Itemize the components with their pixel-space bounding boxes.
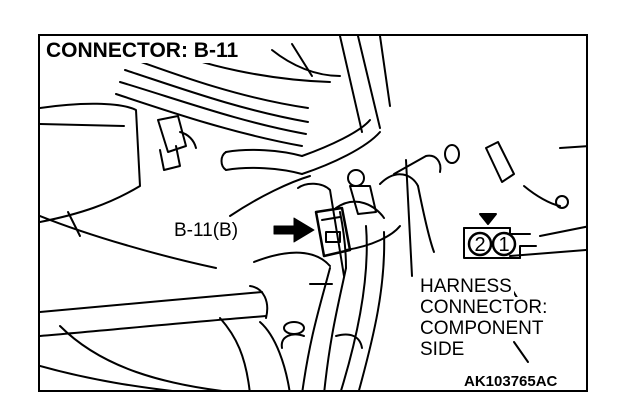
engine-block — [229, 154, 442, 277]
pin-2-label: 2 — [474, 234, 485, 256]
lower-hoses — [280, 225, 386, 390]
harness-caption-line: HARNESS — [418, 276, 514, 297]
vertical-pipe — [339, 36, 391, 133]
harness-caption: HARNESS CONNECTOR: COMPONENT SIDE — [418, 276, 550, 360]
figure-id: AK103765AC — [462, 373, 560, 390]
connector-title: CONNECTOR: B-11 — [43, 39, 242, 63]
engine-bay-drawing: 2 1 — [40, 36, 586, 390]
connector-b11 — [314, 200, 401, 258]
harness-clip — [157, 115, 197, 171]
pin-1-label: 1 — [498, 234, 509, 256]
harness-caption-line: CONNECTOR: — [418, 297, 550, 318]
diagram-frame: 2 1 CONNECTOR: B-11 B-11(B) HARNESS CONN… — [38, 34, 588, 392]
harness-caption-line: SIDE — [418, 339, 467, 360]
large-tube — [40, 285, 291, 390]
callout-label: B-11(B) — [172, 220, 241, 241]
harness-caption-line: COMPONENT — [418, 318, 546, 339]
callout-arrow — [273, 217, 315, 243]
left-body-panel — [40, 102, 217, 269]
harness-connector-symbol: 2 1 — [463, 213, 537, 259]
center-hose — [220, 119, 381, 175]
